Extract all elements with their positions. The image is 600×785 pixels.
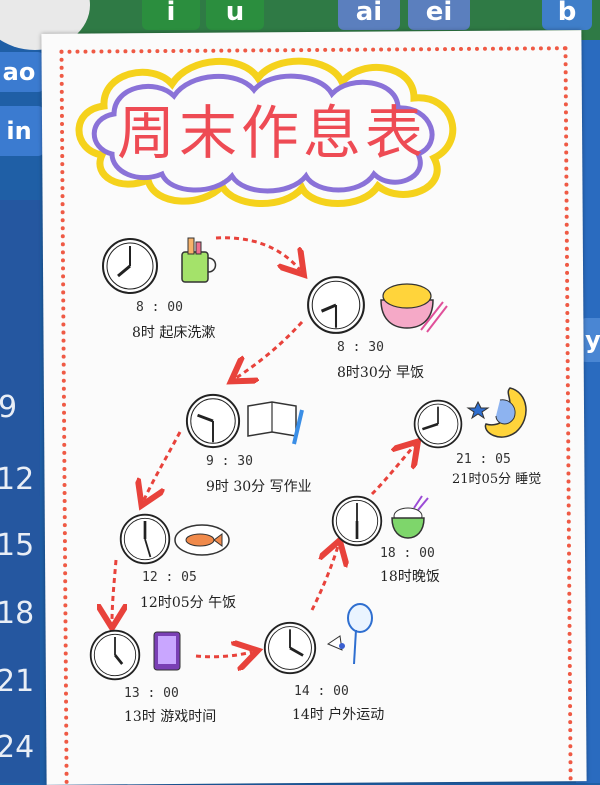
step-label: 14时 户外运动 bbox=[292, 704, 384, 724]
step-label: 18时晚饭 bbox=[380, 566, 440, 586]
clock-icon bbox=[88, 628, 142, 682]
step-label: 21时05分 睡觉 bbox=[452, 468, 541, 487]
step-label: 13时 游戏时间 bbox=[124, 706, 216, 726]
step-time: 9 : 30 bbox=[206, 454, 253, 469]
arrow-6 bbox=[312, 546, 338, 610]
step-label: 8时 起床洗漱 bbox=[132, 322, 215, 342]
badminton-icon bbox=[322, 604, 378, 666]
clock-icon bbox=[305, 274, 367, 336]
step-time: 18 : 00 bbox=[380, 546, 435, 561]
clock-icon bbox=[330, 494, 384, 548]
tablet-icon bbox=[152, 630, 182, 672]
arrow-3 bbox=[144, 432, 180, 500]
step-label: 9时 30分 写作业 bbox=[206, 476, 312, 496]
arrow-2 bbox=[236, 322, 302, 378]
moon-star-icon bbox=[470, 384, 532, 442]
step-time: 21 : 05 bbox=[456, 452, 511, 467]
arrow-4 bbox=[112, 560, 116, 622]
step-label: 12时05分 午饭 bbox=[140, 592, 236, 612]
step-time: 8 : 30 bbox=[337, 340, 384, 355]
step-time: 12 : 05 bbox=[142, 570, 197, 585]
clock-icon bbox=[118, 512, 172, 566]
step-label: 8时30分 早饭 bbox=[337, 362, 424, 382]
book-pen-icon bbox=[246, 400, 310, 448]
step-time: 13 : 00 bbox=[124, 686, 179, 701]
clock-icon bbox=[412, 398, 464, 450]
toothbrush-cup-icon bbox=[176, 236, 220, 286]
noodle-bowl-icon bbox=[377, 278, 447, 334]
step-time: 14 : 00 bbox=[294, 684, 349, 699]
rice-bowl-icon bbox=[390, 494, 432, 540]
clock-icon bbox=[262, 620, 318, 676]
clock-icon bbox=[184, 392, 242, 450]
step-time: 8 : 00 bbox=[136, 300, 183, 315]
fish-plate-icon bbox=[174, 522, 232, 558]
arrow-1 bbox=[216, 238, 300, 270]
clock-icon bbox=[100, 236, 160, 296]
arrow-7 bbox=[372, 446, 414, 494]
arrow-5 bbox=[196, 652, 252, 657]
